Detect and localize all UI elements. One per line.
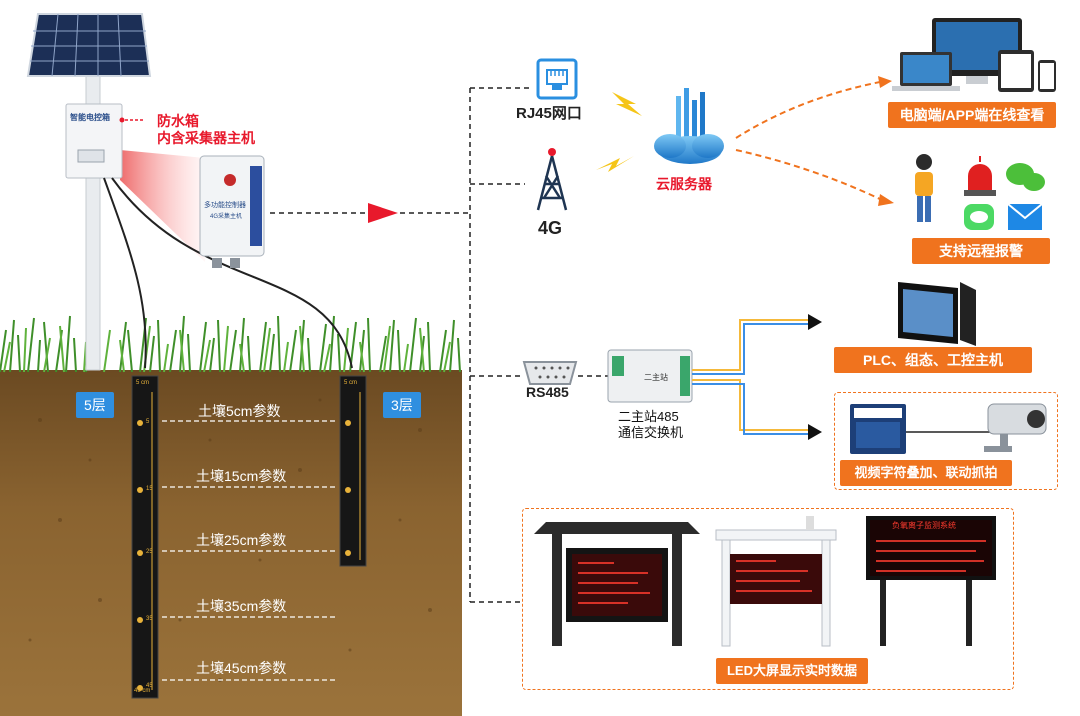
rs485-connector-icon — [522, 361, 578, 385]
soil-label-35cm: 土壤35cm参数 — [196, 598, 287, 614]
collector-text2: 4G采集主机 — [210, 214, 243, 220]
cloud-server-icon — [654, 88, 724, 164]
probe-tick-25: 25 — [146, 549, 153, 555]
alarm-light-icon — [964, 156, 996, 196]
probe-tick-35: 35 — [146, 616, 153, 622]
led-screen-standing — [866, 516, 996, 646]
led-kiosk-roof — [534, 522, 700, 646]
callout-line2: 内含采集器主机 — [157, 130, 255, 146]
4g-label: 4G — [538, 218, 563, 238]
probe-left-bottom-tick: 45 cm — [134, 688, 151, 694]
probe-tick-5: 5 — [146, 419, 150, 425]
led-screen-title: 负氧离子监测系统 — [892, 521, 956, 530]
tower-4g-icon — [536, 148, 568, 211]
cable-left — [103, 177, 147, 369]
rj45-icon — [536, 58, 578, 100]
rj45-label: RJ45网口 — [516, 105, 582, 122]
wechat-icon — [1006, 163, 1045, 191]
signal-bolt-icon — [596, 156, 634, 172]
led-frame — [522, 508, 1014, 690]
output-video: 视频字符叠加、联动抓拍 — [840, 460, 1012, 486]
probe-right — [339, 375, 367, 567]
probe-tick-45: 45 — [146, 683, 153, 689]
soil-area — [0, 370, 462, 716]
collector-device — [199, 155, 265, 268]
signal-bolt-icon — [612, 92, 642, 116]
computer-devices-icon — [892, 18, 1056, 92]
person-icon — [915, 154, 933, 222]
red-arrow — [368, 203, 398, 223]
output-alarm: 支持远程报警 — [912, 238, 1050, 264]
plc-panel-icon — [898, 282, 976, 346]
soil-label-45cm: 土壤45cm参数 — [196, 660, 287, 676]
probe-left-badge: 5层 — [76, 392, 114, 418]
grass — [0, 315, 461, 373]
video-frame — [834, 392, 1058, 490]
message-icon — [964, 204, 994, 230]
mail-icon — [1007, 203, 1043, 230]
output-led: LED大屏显示实时数据 — [716, 658, 868, 684]
probe-left — [131, 375, 159, 699]
probe-right-top-tick: 5 cm — [344, 380, 358, 386]
switch-label-line1: 二主站485 — [618, 409, 679, 424]
callout-line1: 防水箱 — [157, 113, 199, 129]
video-overlay-device — [850, 404, 906, 454]
led-sign-white — [715, 516, 837, 647]
collector-text1: 多功能控制器 — [204, 202, 246, 209]
probe-tick-15: 15 — [146, 486, 153, 492]
probe-left-top-tick: 5 cm — [136, 380, 150, 386]
switch-device-text: 二主站 — [644, 373, 668, 382]
switch-label-line2: 通信交换机 — [618, 425, 684, 440]
soil-label-5cm: 土壤5cm参数 — [198, 403, 281, 419]
solar-panel-icon — [26, 13, 152, 77]
output-pc-app: 电脑端/APP端在线查看 — [888, 102, 1056, 128]
cable-right — [111, 177, 353, 369]
rs485-label: RS485 — [526, 384, 569, 400]
soil-label-15cm: 土壤15cm参数 — [196, 468, 287, 484]
cloud-label: 云服务器 — [656, 176, 712, 192]
camera-icon — [984, 403, 1047, 452]
soil-label-25cm: 土壤25cm参数 — [196, 532, 287, 548]
switch-device — [607, 349, 693, 403]
output-plc: PLC、组态、工控主机 — [834, 347, 1032, 373]
control-box-label: 智能电控箱 — [70, 113, 110, 122]
probe-right-badge: 3层 — [383, 392, 421, 418]
